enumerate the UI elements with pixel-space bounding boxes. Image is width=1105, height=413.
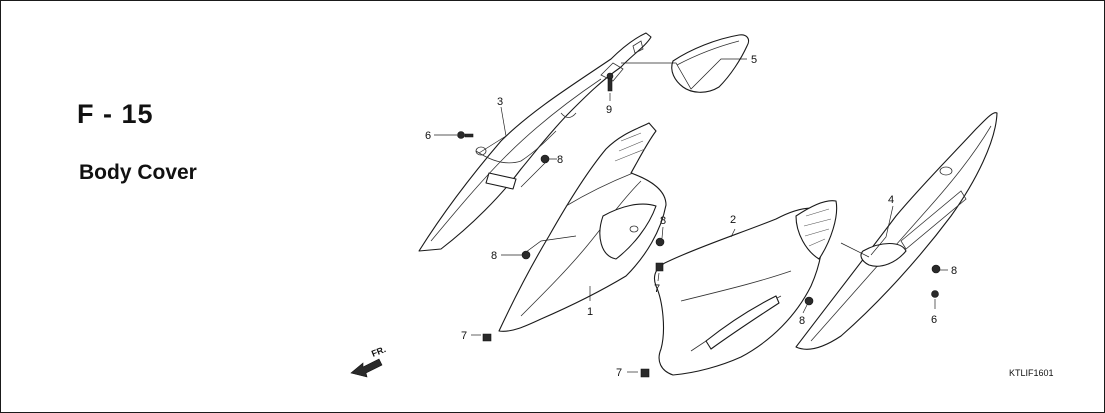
nut-7-b	[655, 262, 664, 272]
callout-2: 2	[730, 214, 736, 226]
bolt-6-upper	[457, 131, 465, 139]
callout-5: 5	[751, 54, 757, 66]
callout-labels: 3 5 9 6 8 8 1 7 8 7 2 7 4 8 6 8	[425, 54, 957, 379]
callout-8-d: 8	[951, 265, 957, 277]
front-direction-arrow: FR.	[350, 344, 387, 378]
leader-lines	[434, 58, 948, 373]
callout-6-lower: 6	[931, 314, 937, 326]
callout-7-c: 7	[616, 367, 622, 379]
callout-9: 9	[606, 104, 612, 116]
page-title: F - 15	[77, 99, 154, 129]
callout-7-a: 7	[461, 330, 467, 342]
callout-8-e: 8	[799, 315, 805, 327]
nut-7-c	[640, 368, 650, 378]
callout-7-b: 7	[654, 283, 660, 295]
bolt-6-lower	[931, 290, 939, 298]
clip-8-d	[931, 264, 941, 274]
direction-label: FR.	[370, 344, 387, 359]
fasteners	[457, 72, 941, 378]
callout-8-b: 8	[491, 250, 497, 262]
callout-4: 4	[888, 194, 894, 206]
nut-7-a	[482, 333, 492, 342]
part-3-rear-rail-cover	[418, 32, 652, 252]
arrow-icon	[350, 358, 383, 378]
callout-6-upper: 6	[425, 130, 431, 142]
callout-8-c: 8	[660, 215, 666, 227]
page-subtitle: Body Cover	[79, 161, 197, 184]
clip-8-e	[804, 296, 814, 306]
drawing-code: KTLIF1601	[1009, 368, 1054, 378]
part-5-tail-pad	[671, 34, 750, 93]
clip-8-a	[540, 154, 550, 164]
part-4-rear-side-panel	[795, 112, 998, 350]
clip-8-c	[655, 237, 665, 247]
callout-3: 3	[497, 96, 503, 108]
callout-8-a: 8	[557, 154, 563, 166]
part-1-left-side-cover	[498, 122, 667, 332]
part-2-right-side-cover	[653, 200, 838, 376]
callout-1: 1	[587, 306, 593, 318]
